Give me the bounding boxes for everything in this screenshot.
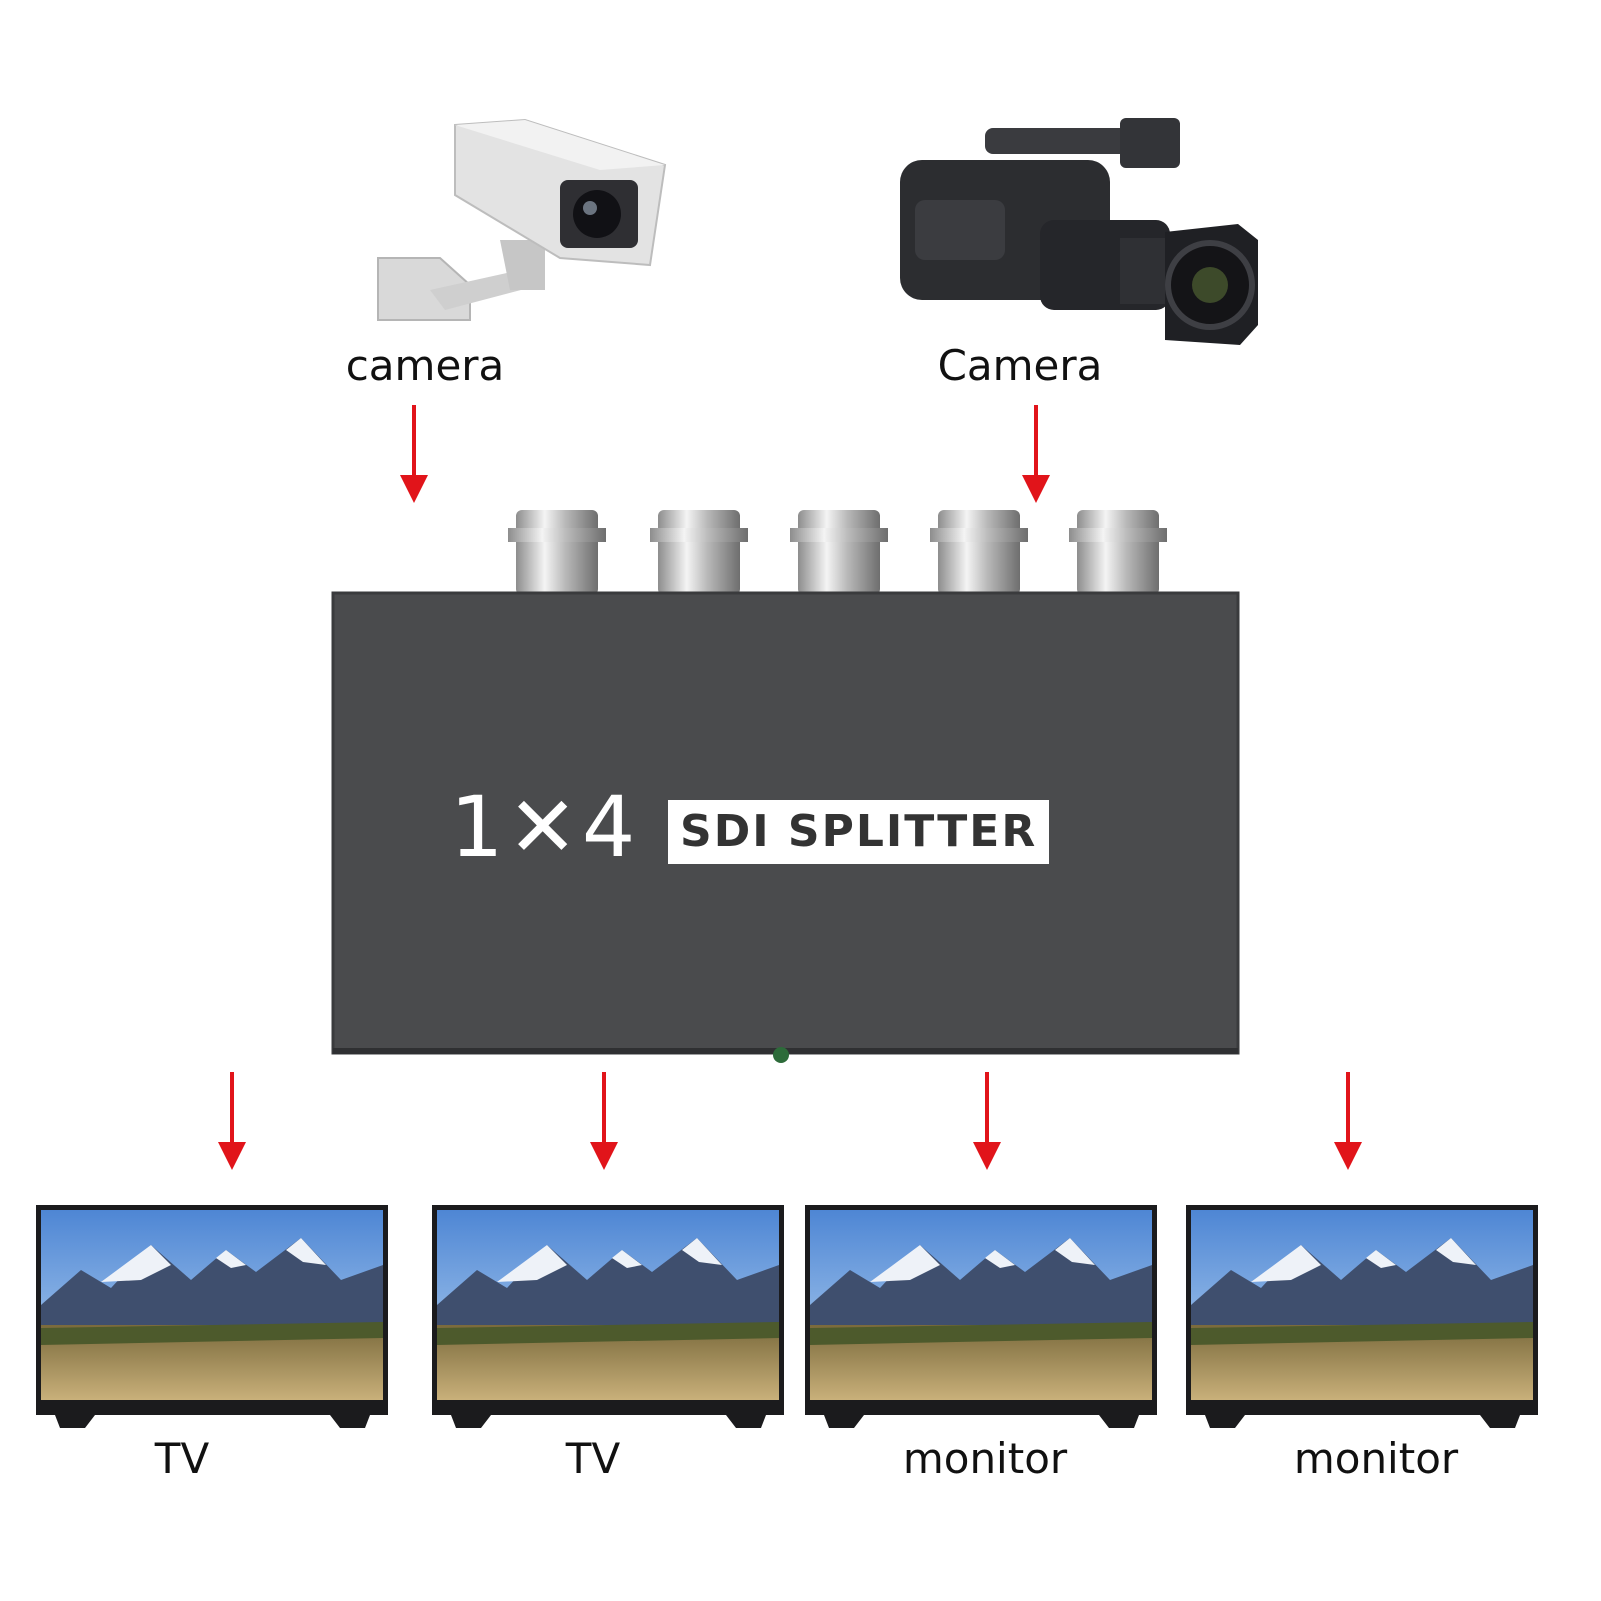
tv-icon [36,1205,388,1428]
bnc-connector-icon [650,510,748,595]
source-label-broadcast-camera: Camera [937,341,1103,390]
monitor-icon [805,1205,1157,1428]
splitter-badge: SDI SPLITTER [668,800,1050,864]
output-label-4: monitor [1293,1434,1459,1483]
cctv-camera-icon [377,118,667,321]
tv-icon [432,1205,784,1428]
monitor-icon [1186,1205,1538,1428]
output-label-1: TV [154,1434,210,1483]
bnc-connector-icon [508,510,606,595]
flow-arrows [218,405,1362,1170]
bnc-connector-icon [790,510,888,595]
output-label-3: monitor [902,1434,1068,1483]
splitter-port-count: 1✕4 [450,778,640,876]
bnc-connector-icon [930,510,1028,595]
broadcast-camera-icon [900,118,1258,345]
bnc-connector-icon [1069,510,1167,595]
power-led-icon [773,1047,789,1063]
source-label-camera: camera [345,341,505,390]
output-label-2: TV [565,1434,621,1483]
